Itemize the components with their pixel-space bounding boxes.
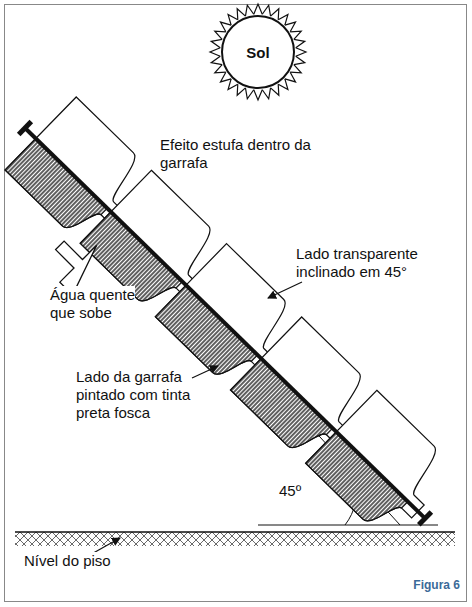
sun-ray bbox=[278, 14, 288, 25]
sun-ray bbox=[220, 22, 231, 32]
floor-line bbox=[15, 531, 455, 533]
sun-label: Sol bbox=[246, 44, 269, 61]
angle-base bbox=[258, 525, 438, 526]
sun-ray bbox=[294, 56, 305, 64]
sun-ray bbox=[294, 39, 305, 47]
callout-label-box: Lado transparente inclinado em 45° bbox=[296, 245, 446, 281]
sun-ray bbox=[215, 31, 226, 39]
callout-label: Água quente que sobe bbox=[50, 286, 135, 321]
sun-ray bbox=[245, 5, 253, 16]
hot-water-arrow bbox=[41, 227, 109, 295]
pipe-cap bbox=[19, 122, 32, 135]
black-painted-side bbox=[306, 432, 408, 533]
sun-ray bbox=[254, 90, 263, 100]
angle-label-box: 45º bbox=[279, 482, 319, 500]
bottle bbox=[306, 390, 459, 543]
callout-label: Lado transparente inclinado em 45° bbox=[296, 245, 418, 280]
sun-ray bbox=[228, 79, 238, 90]
black-painted-side bbox=[230, 358, 332, 459]
sun-ray bbox=[237, 84, 245, 95]
callout-label-box: Nível do piso bbox=[24, 552, 144, 570]
sun-ray bbox=[285, 22, 296, 32]
bottle-collector bbox=[0, 86, 466, 549]
frame bbox=[5, 5, 467, 602]
sun-ray bbox=[210, 48, 220, 57]
black-painted-side bbox=[5, 138, 107, 239]
sun-ray bbox=[285, 72, 296, 82]
callout-label: Nível do piso bbox=[24, 552, 111, 569]
sun-ray bbox=[290, 31, 301, 39]
callout-label-box: Lado da garrafa pintado com tinta preta … bbox=[76, 368, 206, 422]
sun-ray bbox=[215, 65, 226, 73]
callout-label-box: Efeito estufa dentro da garrafa bbox=[160, 136, 320, 172]
sun-ray bbox=[262, 5, 270, 16]
callout-label: Efeito estufa dentro da garrafa bbox=[160, 136, 311, 171]
sun-ray bbox=[278, 79, 288, 90]
leader-line bbox=[192, 366, 218, 378]
figure-caption-box: Figura 6 bbox=[380, 578, 460, 593]
leader-line bbox=[268, 282, 302, 298]
callout-label-box: Água quente que sobe bbox=[50, 286, 150, 322]
sun-ray bbox=[271, 9, 279, 20]
angle-label: 45º bbox=[279, 482, 301, 499]
sun-ray bbox=[211, 56, 222, 64]
sun-ray bbox=[211, 39, 222, 47]
sun-circle: Sol bbox=[222, 34, 294, 70]
sun-ray bbox=[237, 9, 245, 20]
sun-ray bbox=[290, 65, 301, 73]
sun bbox=[210, 4, 306, 100]
sun-ray bbox=[245, 88, 253, 99]
pipe bbox=[25, 128, 425, 518]
sun-ray bbox=[254, 4, 263, 14]
ground bbox=[15, 532, 455, 546]
figure-caption: Figura 6 bbox=[413, 578, 460, 592]
sun-ray bbox=[296, 48, 306, 57]
pipe-cap bbox=[419, 512, 432, 525]
sun-ray bbox=[220, 72, 231, 82]
callout-label: Lado da garrafa pintado com tinta preta … bbox=[76, 368, 190, 421]
sun-ray bbox=[228, 14, 238, 25]
sun-ray bbox=[262, 88, 270, 99]
sun-ray bbox=[271, 84, 279, 95]
